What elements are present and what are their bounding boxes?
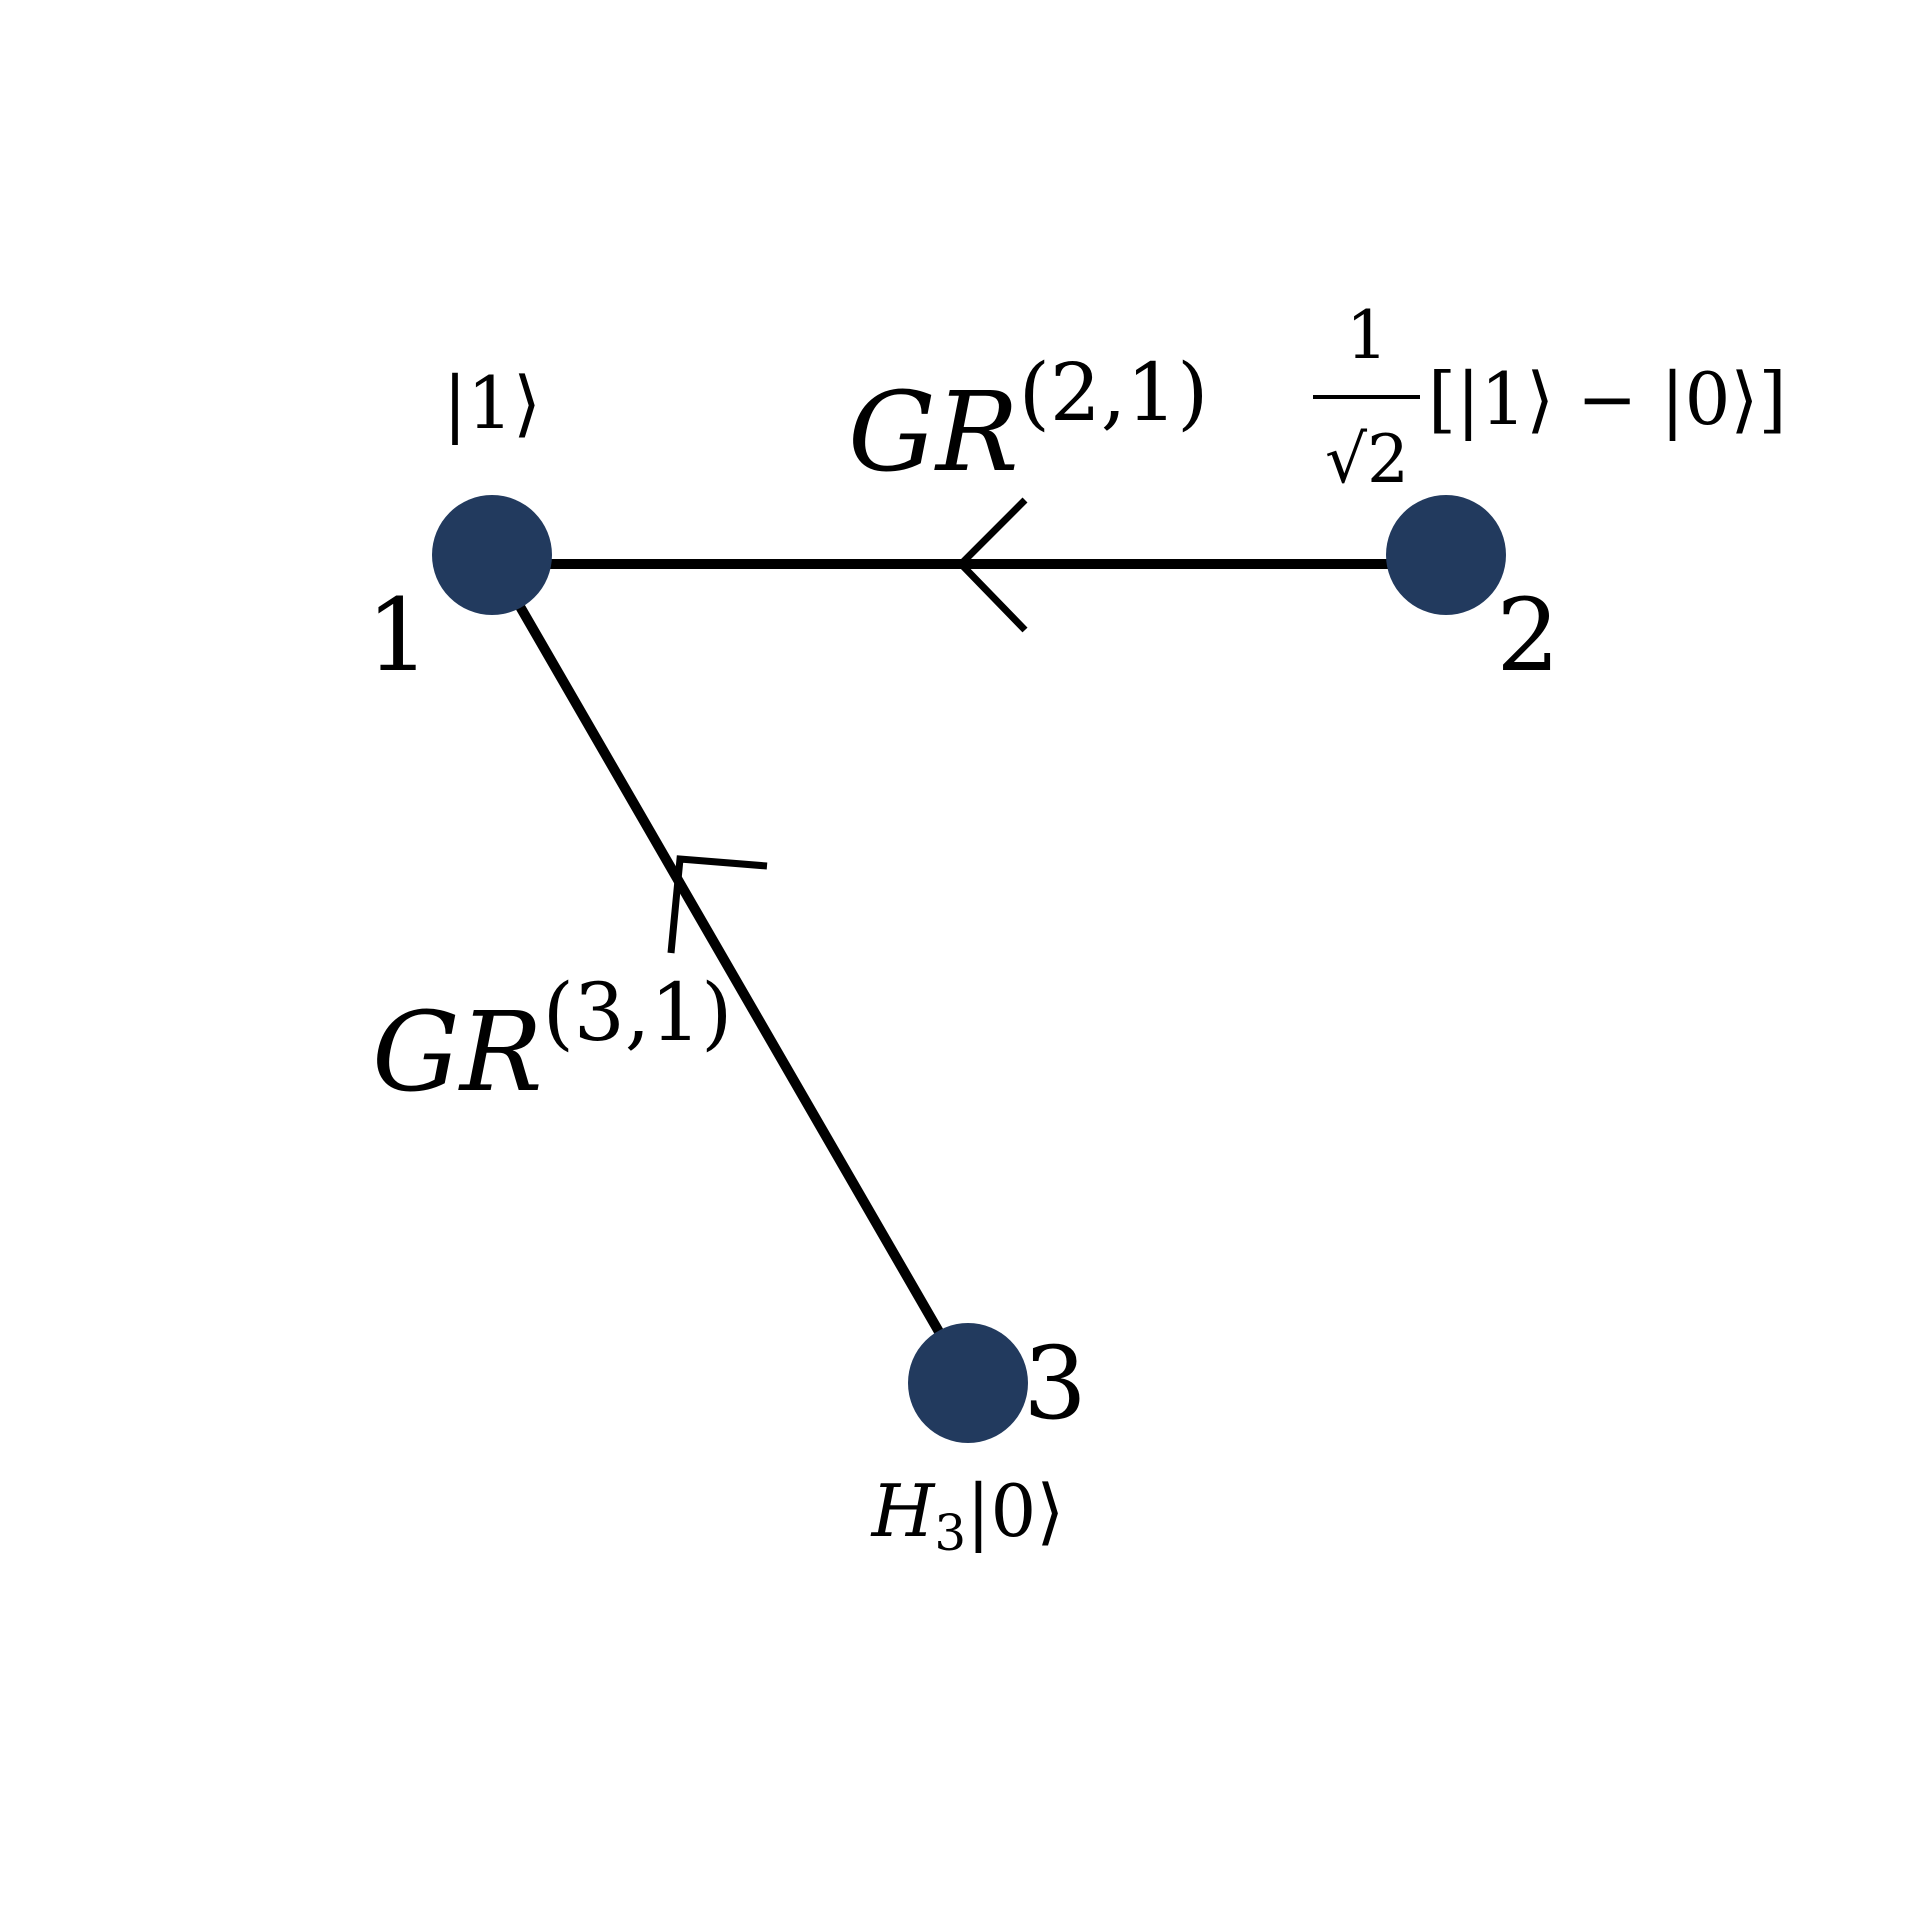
node-2-label: 2 — [1496, 577, 1560, 694]
node-3[interactable] — [908, 1323, 1028, 1443]
edge-3-1-gate-label: GR(3,1) — [372, 966, 732, 1116]
edge-2-1-gate-sup: (2,1) — [1019, 346, 1209, 439]
edge-3-1-gate: GR — [372, 988, 543, 1116]
node-1-state: |1⟩ — [443, 361, 541, 445]
edges — [487, 497, 1446, 1385]
edge-2-1-arrowhead — [956, 497, 1028, 633]
node-1-label: 1 — [366, 577, 430, 694]
node-2[interactable] — [1386, 495, 1506, 615]
node-3-label: 3 — [1023, 1325, 1087, 1442]
node-3-state-op: H — [870, 1469, 936, 1553]
edge-3-1-arrowhead — [667, 855, 768, 954]
edge-2-1-gate-label: GR(2,1) — [848, 346, 1208, 496]
nodes — [432, 495, 1506, 1443]
node-2-state-numerator: 1 — [1346, 297, 1388, 374]
edge-3-1 — [487, 555, 973, 1385]
edge-2-1-gate: GR — [848, 368, 1019, 496]
node-3-state: H3|0⟩ — [870, 1469, 1065, 1562]
edge-3-1-gate-sup: (3,1) — [543, 966, 733, 1059]
node-1[interactable] — [432, 495, 552, 615]
node-2-state-bracket: [|1⟩ − |0⟩] — [1428, 357, 1787, 441]
node-3-state-ket: |0⟩ — [966, 1469, 1064, 1553]
node-2-state-denominator: √2 — [1325, 421, 1409, 498]
node-3-state-op-sub: 3 — [934, 1504, 966, 1562]
node-2-state: 1 √2 [|1⟩ − |0⟩] — [1313, 297, 1787, 498]
